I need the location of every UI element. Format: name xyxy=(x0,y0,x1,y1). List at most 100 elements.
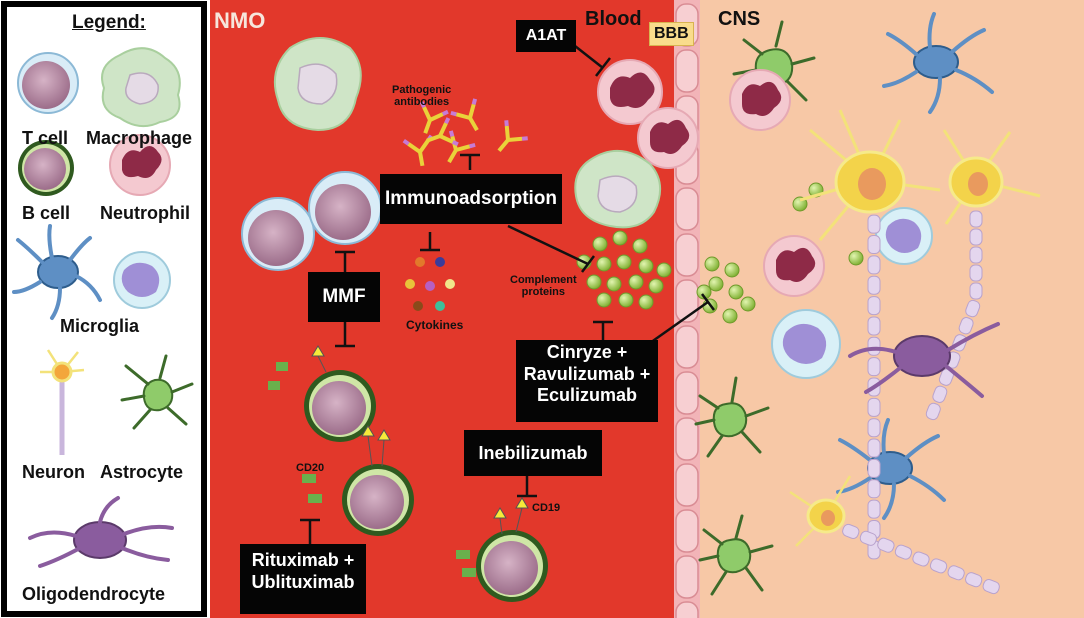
legend-activated-microglia-icon xyxy=(113,251,171,309)
myelin-segment xyxy=(982,579,1000,595)
myelin-segment xyxy=(965,299,981,318)
astrocyte-blood-1 xyxy=(694,376,770,458)
label-cd20: CD20 xyxy=(296,462,325,474)
myelin-segment xyxy=(867,296,881,316)
neuron-cns-1 xyxy=(799,109,941,241)
cd20-receptors xyxy=(268,345,391,503)
complement-sphere xyxy=(728,284,744,300)
complement-sphere xyxy=(632,238,648,254)
t-cell-blood-2 xyxy=(308,171,382,245)
neutrophil-blood-2 xyxy=(637,107,699,169)
bbb-endothelial-cell xyxy=(675,187,699,231)
bbb-endothelial-cell xyxy=(675,509,699,553)
complement-sphere xyxy=(616,254,632,270)
region-label-blood: Blood xyxy=(585,8,642,30)
treatment-complement-inhibitors: Cinryze + Ravulizumab + Eculizumab xyxy=(516,340,658,422)
b-cell-blood-3 xyxy=(476,530,548,602)
complement-sphere xyxy=(740,296,756,312)
legend-label-microglia: Microglia xyxy=(60,316,140,336)
myelin-segment xyxy=(912,551,930,567)
complement-sphere xyxy=(592,236,608,252)
legend-label-macrophage: Macrophage xyxy=(86,128,193,148)
bbb-endothelial-cell xyxy=(675,601,699,618)
legend-label-oligodendrocyte: Oligodendrocyte xyxy=(22,584,166,604)
neutrophil-cns-1 xyxy=(729,69,791,131)
complement-sphere xyxy=(606,276,622,292)
myelin-segment xyxy=(867,336,881,356)
treatment-anti-cd20: Rituximab + Ublituximab xyxy=(240,544,366,614)
complement-sphere xyxy=(628,274,644,290)
legend-label-neuron: Neuron xyxy=(22,462,85,482)
b-cell-blood-2 xyxy=(342,464,414,536)
activated-microglia-cns-2 xyxy=(875,207,933,265)
myelin-segment xyxy=(932,385,948,403)
myelin-segment xyxy=(965,572,983,588)
treatment-inebilizumab: Inebilizumab xyxy=(464,430,602,476)
myelin-segment xyxy=(929,558,948,574)
myelin-segment xyxy=(969,228,983,246)
legend-b-cell-icon xyxy=(18,140,74,196)
neuron-cns-2 xyxy=(942,129,1041,225)
myelin-segment xyxy=(867,479,881,499)
complement-sphere xyxy=(596,256,612,272)
bbb-endothelial-cell xyxy=(675,417,699,461)
myelin-segment xyxy=(867,397,881,417)
label-cytokines: Cytokines xyxy=(406,318,464,332)
treatment-mmf: MMF xyxy=(308,272,380,322)
antibody xyxy=(426,117,459,147)
complement-sphere xyxy=(848,250,864,266)
macrophage-cell-blood xyxy=(274,37,362,132)
bbb-endothelial-cell xyxy=(675,49,699,93)
b-cell-blood-1 xyxy=(304,370,376,442)
legend-label-t-cell: T cell xyxy=(22,128,69,148)
bbb-endothelial-cell xyxy=(675,463,699,507)
legend-label-b-cell: B cell xyxy=(22,203,71,223)
label-cd19: CD19 xyxy=(532,502,561,514)
myelin-segment xyxy=(867,316,881,336)
legend-t-cell-icon xyxy=(17,52,79,114)
complement-sphere xyxy=(618,292,634,308)
complement-sphere xyxy=(708,276,724,292)
antibody xyxy=(497,120,528,153)
legend-label-neutrophil: Neutrophil xyxy=(100,203,190,223)
astrocyte-blood-2 xyxy=(698,514,774,596)
complement-sphere xyxy=(638,258,654,274)
label-pathogenic-antibodies: Pathogenic antibodies xyxy=(392,84,452,109)
label-complement-proteins: Complement proteins xyxy=(510,274,577,299)
myelin-segment xyxy=(867,458,881,478)
treatment-a1at: A1AT xyxy=(516,20,576,52)
region-label-bbb: BBB xyxy=(649,22,694,46)
antibody xyxy=(450,98,479,132)
legend-microglia-icon xyxy=(12,224,102,320)
neutrophil-cns-2 xyxy=(763,235,825,297)
complement-sphere xyxy=(724,262,740,278)
cd19-receptors xyxy=(456,497,529,577)
myelin-segment xyxy=(867,235,881,255)
bbb-endothelial-cell xyxy=(675,233,699,277)
antibody xyxy=(419,101,449,134)
bbb-endothelial-cell xyxy=(675,325,699,369)
complement-sphere xyxy=(656,262,672,278)
myelin-segment xyxy=(958,317,974,335)
myelin-segment xyxy=(859,530,877,546)
myelin-segment xyxy=(969,282,983,300)
myelin-segment xyxy=(947,565,965,581)
oligodendrocyte-cns xyxy=(848,322,1000,398)
region-label-cns: CNS xyxy=(718,8,761,30)
legend-neutrophil-icon xyxy=(109,134,171,196)
complement-sphere xyxy=(586,274,602,290)
myelin-segment xyxy=(969,210,983,228)
myelin-segment xyxy=(867,418,881,438)
activated-microglia-cns-1 xyxy=(771,309,841,379)
myelin-segment xyxy=(867,255,881,275)
treatment-immunoadsorption: Immunoadsorption xyxy=(380,174,562,224)
neutrophil-blood-1 xyxy=(597,59,663,125)
legend-astrocyte-icon xyxy=(120,354,194,430)
bbb-endothelial-cell xyxy=(675,555,699,599)
neuron-cns-3 xyxy=(789,475,852,547)
region-label-nmo: NMO xyxy=(214,8,266,33)
myelin-segment xyxy=(867,357,881,377)
microglia-cns-1 xyxy=(882,12,994,114)
